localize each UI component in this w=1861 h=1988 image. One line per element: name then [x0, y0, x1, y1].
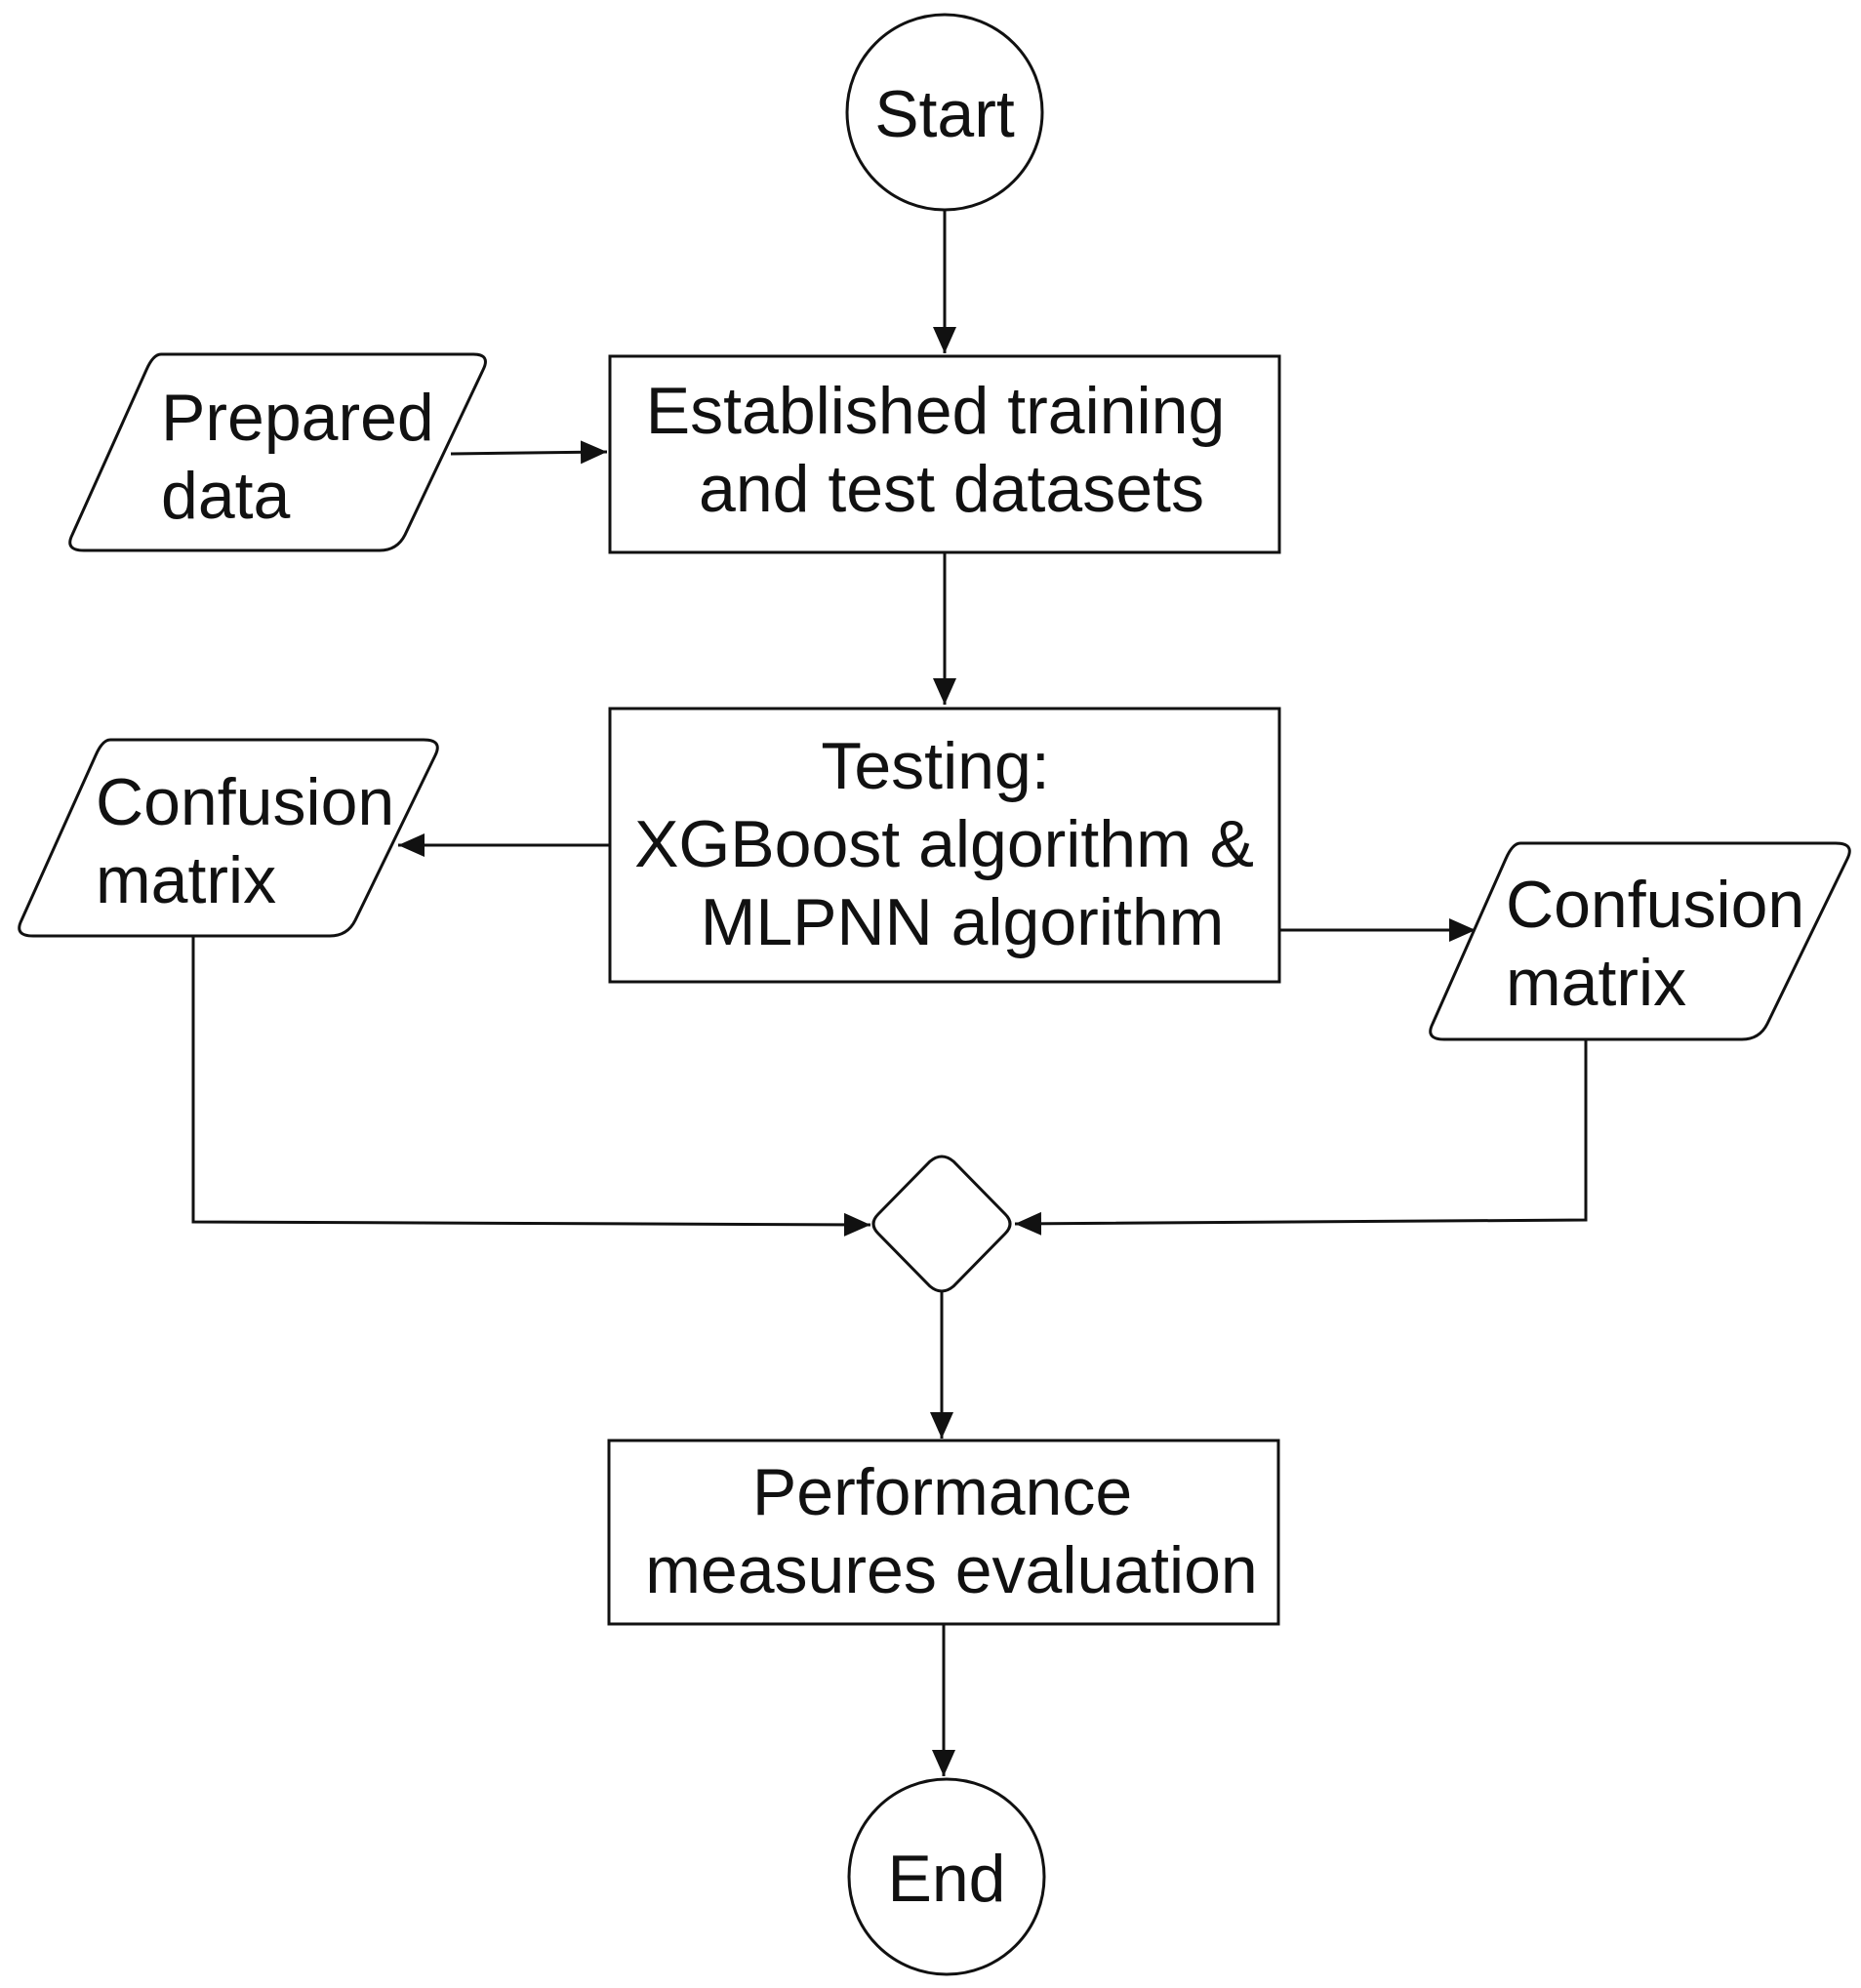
connector-prepared-data-to-datasets	[450, 440, 608, 465]
confusion-matrix-left-node: Confusion matrix	[18, 738, 439, 938]
prepared-data-line-1: Prepared	[161, 381, 434, 455]
datasets-line-2: and test datasets	[699, 452, 1204, 526]
testing-line-2: XGBoost algorithm &	[634, 807, 1254, 881]
prepared-data-node: Prepared data	[68, 352, 487, 552]
testing-label: Testing: XGBoost algorithm & MLPNN algor…	[634, 729, 1273, 959]
confusion-matrix-right-node: Confusion matrix	[1429, 841, 1851, 1041]
evaluation-label: Performance measures evaluation	[645, 1455, 1257, 1607]
connector-confusion-left-to-merge	[191, 937, 871, 1237]
start-node: Start	[845, 13, 1044, 212]
datasets-node: Established training and test datasets	[608, 354, 1281, 554]
evaluation-line-2: measures evaluation	[645, 1533, 1257, 1607]
start-label: Start	[874, 77, 1015, 151]
testing-node: Testing: XGBoost algorithm & MLPNN algor…	[608, 707, 1281, 984]
merge-diamond	[871, 1155, 1012, 1293]
end-label: End	[888, 1842, 1006, 1916]
evaluation-node: Performance measures evaluation	[607, 1439, 1280, 1626]
datasets-line-1: Established training	[646, 374, 1225, 448]
testing-line-3: MLPNN algorithm	[701, 885, 1225, 959]
confusion-right-line-1: Confusion	[1506, 868, 1804, 942]
connector-confusion-right-to-merge	[1014, 1040, 1588, 1236]
end-node: End	[847, 1777, 1046, 1976]
confusion-matrix-left-label: Confusion matrix	[96, 765, 413, 917]
prepared-data-line-2: data	[161, 459, 291, 533]
testing-line-1: Testing:	[821, 729, 1049, 803]
evaluation-line-1: Performance	[752, 1455, 1132, 1529]
confusion-left-line-2: matrix	[96, 843, 276, 917]
confusion-matrix-right-label: Confusion matrix	[1506, 868, 1823, 1020]
confusion-left-line-1: Confusion	[96, 765, 394, 839]
datasets-label: Established training and test datasets	[646, 374, 1243, 526]
prepared-data-label: Prepared data	[161, 381, 453, 533]
confusion-right-line-2: matrix	[1506, 946, 1686, 1020]
